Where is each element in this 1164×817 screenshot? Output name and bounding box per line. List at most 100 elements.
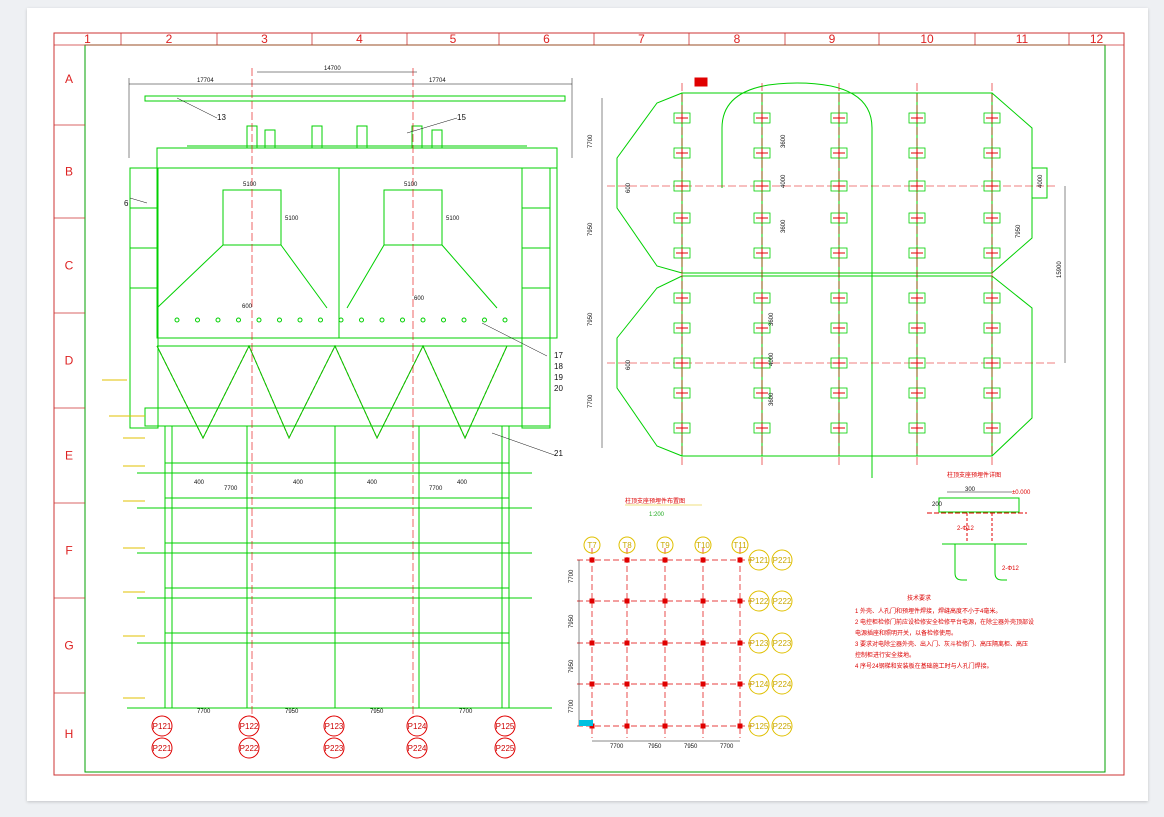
plan-support bbox=[908, 357, 926, 369]
plan-support bbox=[753, 180, 771, 192]
axis-bubble bbox=[151, 737, 173, 759]
plan-dim-right-2: 15900 bbox=[1057, 261, 1063, 278]
found-dim-left-3: 7950 bbox=[569, 659, 575, 673]
foundation-row-label: P222 bbox=[773, 597, 792, 606]
notes-title: 技术要求 bbox=[907, 594, 931, 602]
axis-bubble bbox=[406, 715, 428, 737]
plan-support bbox=[908, 322, 926, 334]
plan-dim-inner-4: 3600 bbox=[769, 312, 775, 326]
plan-support bbox=[673, 292, 691, 304]
foundation-pier bbox=[624, 723, 630, 729]
axis-bubble-bottom-label: P225 bbox=[496, 744, 515, 753]
plan-dim-left-4: 7700 bbox=[588, 394, 594, 408]
dim-bottom-3: 400 bbox=[293, 480, 304, 486]
note-line-1: 1 外壳、人孔门和预埋件焊接，焊缝高度不小于4毫米。 bbox=[855, 607, 1001, 615]
foundation-axis-label: T9 bbox=[660, 541, 670, 550]
plan-support bbox=[830, 247, 848, 259]
callout-20: 20 bbox=[554, 384, 563, 393]
plan-dim-left-2: 7950 bbox=[588, 222, 594, 236]
plan-dim-tab: 4000 bbox=[1038, 174, 1044, 188]
plan-support bbox=[908, 212, 926, 224]
plan-view bbox=[601, 77, 1066, 478]
axis-bubble bbox=[238, 737, 260, 759]
rapper-hole bbox=[174, 317, 180, 323]
plan-dim-inner-6: 3600 bbox=[769, 392, 775, 406]
plan-dim-short-1: 600 bbox=[626, 182, 632, 193]
foundation-row-label: P224 bbox=[773, 680, 792, 689]
column-label-7: 7 bbox=[638, 32, 645, 46]
foundation-row-bubble bbox=[748, 673, 770, 695]
dim-bottom-5: 7700 bbox=[429, 486, 443, 492]
foundation-pier bbox=[700, 557, 706, 563]
dim-hopper-right: 600 bbox=[414, 296, 425, 302]
plan-support bbox=[673, 147, 691, 159]
dim-opening-side-left: 5100 bbox=[285, 216, 299, 222]
notes-block: 1 外壳、人孔门和预埋件焊接，焊缝高度不小于4毫米。 2 电控柜检修门前应设检修… bbox=[855, 607, 1034, 670]
column-label-12: 12 bbox=[1090, 32, 1104, 46]
column-label-3: 3 bbox=[261, 32, 268, 46]
row-label-C: C bbox=[65, 259, 74, 273]
dim-bottom-6: 400 bbox=[457, 480, 468, 486]
axis-bubble-bottom-label: P223 bbox=[325, 744, 344, 753]
plan-support bbox=[983, 387, 1001, 399]
plan-support bbox=[908, 147, 926, 159]
row-label-F: F bbox=[65, 544, 72, 558]
plan-support bbox=[673, 357, 691, 369]
plan-support bbox=[830, 322, 848, 334]
found-dim-bottom-4: 7700 bbox=[720, 744, 734, 750]
callout-13: 13 bbox=[217, 113, 226, 122]
found-dim-bottom-3: 7950 bbox=[684, 744, 698, 750]
foundation-pier bbox=[737, 640, 743, 646]
foundation-row-label: P223 bbox=[773, 639, 792, 648]
foundation-pier bbox=[624, 557, 630, 563]
elevation-view bbox=[102, 68, 573, 718]
row-label-B: B bbox=[65, 165, 73, 179]
rapper-hole bbox=[338, 317, 344, 323]
plan-support bbox=[908, 422, 926, 434]
foundation-pier bbox=[624, 598, 630, 604]
foundation-pier bbox=[589, 557, 595, 563]
axis-bubble-top-label: P124 bbox=[408, 722, 427, 731]
rapper-hole bbox=[318, 317, 323, 323]
plan-support bbox=[908, 180, 926, 192]
column-label-2: 2 bbox=[166, 32, 173, 46]
foundation-pier bbox=[662, 640, 668, 646]
axis-bubble bbox=[494, 737, 516, 759]
plan-support bbox=[753, 357, 771, 369]
axis-bubble bbox=[323, 737, 345, 759]
callout-17: 17 bbox=[554, 351, 563, 360]
dim-hopper-left: 600 bbox=[242, 304, 253, 310]
foundation-pier bbox=[589, 681, 595, 687]
dim-opening-right: 5100 bbox=[404, 182, 418, 188]
row-label-A: A bbox=[65, 72, 73, 86]
note-line-3: 电源插座和照明开关，以备检修使用。 bbox=[855, 629, 957, 637]
found-dim-bottom-2: 7950 bbox=[648, 744, 662, 750]
foundation-pier bbox=[700, 598, 706, 604]
foundation-axis-bubble bbox=[583, 536, 601, 554]
foundation-row-label: P124 bbox=[750, 680, 769, 689]
axis-bubble-top-label: P122 bbox=[240, 722, 259, 731]
detail-title: 柱顶支座预埋件详图 bbox=[947, 471, 1001, 479]
plan-support bbox=[830, 212, 848, 224]
plan-support bbox=[830, 292, 848, 304]
foundation-axis-bubble bbox=[618, 536, 636, 554]
plan-support bbox=[673, 112, 691, 124]
plan-support bbox=[983, 247, 1001, 259]
column-label-6: 6 bbox=[543, 32, 550, 46]
plan-support bbox=[753, 247, 771, 259]
detail-rebar-1: 2-Φ12 bbox=[957, 526, 974, 532]
elevation-dimensions: 17704 14700 17704 5100 5100 5100 5100 60… bbox=[124, 66, 563, 715]
foundation-pier bbox=[737, 723, 743, 729]
foundation-pier bbox=[700, 640, 706, 646]
plan-support bbox=[753, 322, 771, 334]
callout-18: 18 bbox=[554, 362, 563, 371]
row-label-H: H bbox=[65, 727, 74, 741]
foundation-pier bbox=[662, 557, 668, 563]
foundation-pier bbox=[700, 681, 706, 687]
plan-support bbox=[753, 387, 771, 399]
outer-frame bbox=[53, 32, 1125, 776]
plan-support bbox=[983, 357, 1001, 369]
